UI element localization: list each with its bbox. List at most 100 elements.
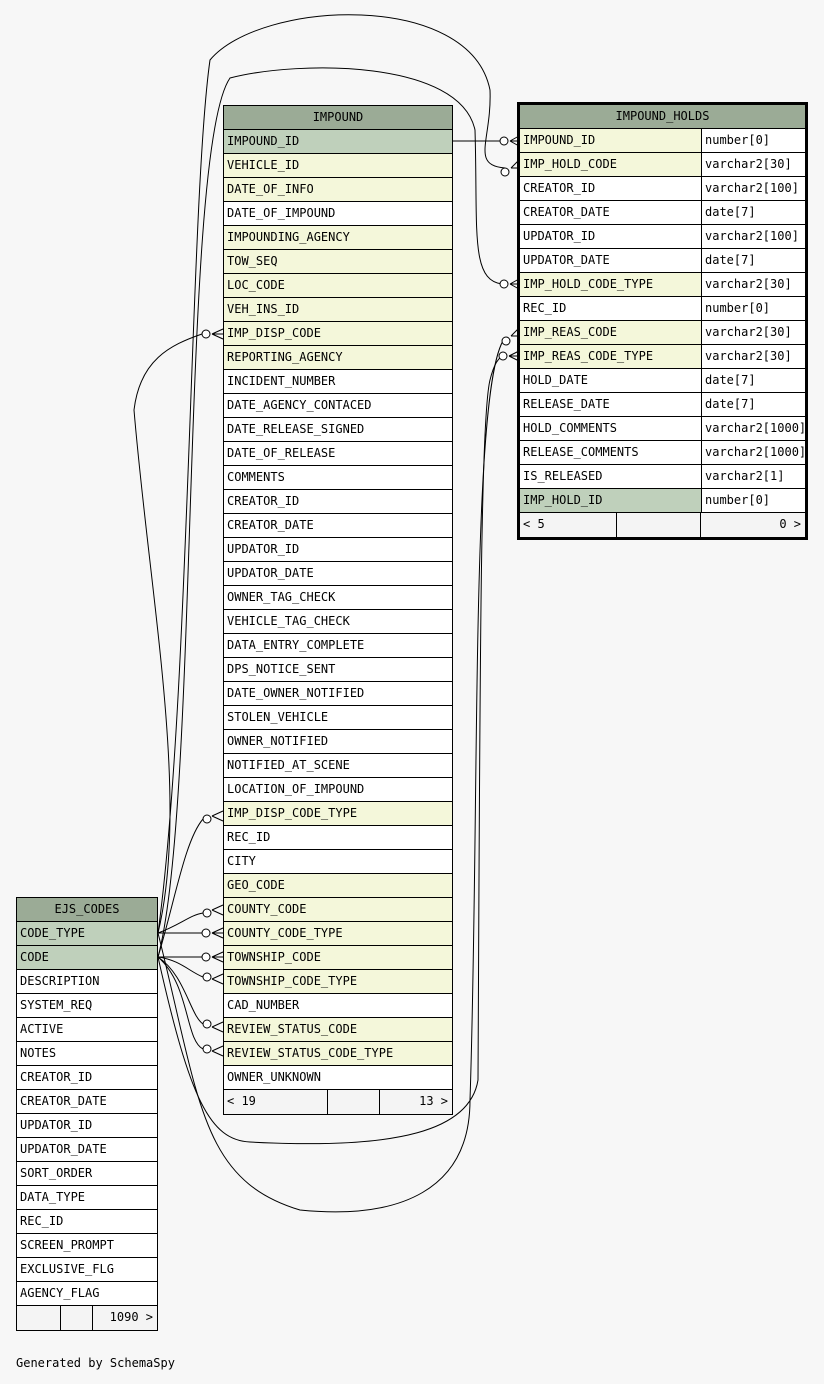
edge-imp-reas-code-type [157, 355, 503, 1145]
column-row[interactable]: IMP_DISP_CODE_TYPE [224, 802, 452, 826]
column-row[interactable]: UPDATOR_ID [17, 1114, 157, 1138]
column-row[interactable]: CODE [17, 946, 157, 970]
column-name: UPDATOR_DATE [17, 1138, 157, 1161]
column-name: DATE_OWNER_NOTIFIED [224, 682, 452, 705]
column-name: DATE_RELEASE_SIGNED [224, 418, 452, 441]
table-header[interactable]: IMPOUND [224, 106, 452, 130]
column-row[interactable]: GEO_CODE [224, 874, 452, 898]
column-row[interactable]: EXCLUSIVE_FLG [17, 1258, 157, 1282]
column-row[interactable]: LOC_CODE [224, 274, 452, 298]
column-row[interactable]: UPDATOR_DATE [17, 1138, 157, 1162]
column-row[interactable]: SCREEN_PROMPT [17, 1234, 157, 1258]
column-row[interactable]: DATA_ENTRY_COMPLETE [224, 634, 452, 658]
edge-township-code-type [157, 956, 204, 978]
column-row[interactable]: COUNTY_CODE_TYPE [224, 922, 452, 946]
column-row[interactable]: CITY [224, 850, 452, 874]
column-row[interactable]: OWNER_UNKNOWN [224, 1066, 452, 1090]
column-row[interactable]: REPORTING_AGENCY [224, 346, 452, 370]
column-row[interactable]: STOLEN_VEHICLE [224, 706, 452, 730]
column-row[interactable]: VEHICLE_TAG_CHECK [224, 610, 452, 634]
column-row[interactable]: COUNTY_CODE [224, 898, 452, 922]
column-row[interactable]: REVIEW_STATUS_CODE_TYPE [224, 1042, 452, 1066]
column-row[interactable]: IMP_DISP_CODE [224, 322, 452, 346]
edge-imp-disp-code-type [157, 818, 204, 958]
column-row[interactable]: SORT_ORDER [17, 1162, 157, 1186]
column-row[interactable]: SYSTEM_REQ [17, 994, 157, 1018]
column-row[interactable]: DATE_OF_IMPOUND [224, 202, 452, 226]
column-row[interactable]: AGENCY_FLAG [17, 1282, 157, 1306]
column-row[interactable]: DATE_OF_RELEASE [224, 442, 452, 466]
column-row[interactable]: REC_ID [224, 826, 452, 850]
column-row[interactable]: CODE_TYPE [17, 922, 157, 946]
column-row[interactable]: DATE_OF_INFO [224, 178, 452, 202]
column-row[interactable]: TOW_SEQ [224, 250, 452, 274]
column-row[interactable]: UPDATOR_ID [224, 538, 452, 562]
column-row[interactable]: UPDATOR_DATE [224, 562, 452, 586]
column-row[interactable]: NOTIFIED_AT_SCENE [224, 754, 452, 778]
column-name: DATE_AGENCY_CONTACED [224, 394, 452, 417]
column-row[interactable]: OWNER_NOTIFIED [224, 730, 452, 754]
column-name: IMPOUNDING_AGENCY [224, 226, 452, 249]
column-row[interactable]: IMPOUNDING_AGENCY [224, 226, 452, 250]
column-name: VEH_INS_ID [224, 298, 452, 321]
column-row[interactable]: INCIDENT_NUMBER [224, 370, 452, 394]
column-name: NOTES [17, 1042, 157, 1065]
parent-count[interactable]: < 19 [224, 1090, 328, 1114]
column-row[interactable]: REVIEW_STATUS_CODE [224, 1018, 452, 1042]
column-row[interactable]: DATE_AGENCY_CONTACED [224, 394, 452, 418]
column-row[interactable]: CREATOR_ID [17, 1066, 157, 1090]
column-name: REPORTING_AGENCY [224, 346, 452, 369]
column-row[interactable]: NOTES [17, 1042, 157, 1066]
column-row[interactable]: VEHICLE_ID [224, 154, 452, 178]
column-row[interactable]: TOWNSHIP_CODE_TYPE [224, 970, 452, 994]
table-header[interactable]: EJS_CODES [17, 898, 157, 922]
column-row[interactable]: OWNER_TAG_CHECK [224, 586, 452, 610]
column-row[interactable]: DATE_RELEASE_SIGNED [224, 418, 452, 442]
column-row[interactable]: LOCATION_OF_IMPOUND [224, 778, 452, 802]
table-footer: < 19 13 > [224, 1090, 452, 1114]
column-row[interactable]: DATA_TYPE [17, 1186, 157, 1210]
column-row[interactable]: DATE_OWNER_NOTIFIED [224, 682, 452, 706]
child-count[interactable]: 0 > [779, 517, 801, 531]
column-row[interactable]: CREATOR_DATE [17, 1090, 157, 1114]
column-name: IMP_DISP_CODE_TYPE [224, 802, 452, 825]
column-row[interactable]: COMMENTS [224, 466, 452, 490]
column-name: UPDATOR_ID [224, 538, 452, 561]
column-row[interactable]: DESCRIPTION [17, 970, 157, 994]
column-row[interactable]: REC_ID [17, 1210, 157, 1234]
column-row[interactable]: ACTIVE [17, 1018, 157, 1042]
column-row[interactable]: DPS_NOTICE_SENT [224, 658, 452, 682]
column-row[interactable]: VEH_INS_ID [224, 298, 452, 322]
parent-count[interactable]: < 5 [520, 513, 617, 537]
edge-end-marker [201, 928, 211, 938]
column-row[interactable]: CREATOR_ID [224, 490, 452, 514]
column-row[interactable]: CREATOR_DATE [224, 514, 452, 538]
column-type: date[7] [701, 201, 805, 224]
table-header[interactable]: IMPOUND_HOLDS [520, 105, 805, 129]
column-row[interactable]: TOWNSHIP_CODE [224, 946, 452, 970]
column-row[interactable]: CAD_NUMBER [224, 994, 452, 1018]
child-count[interactable]: 1090 > [109, 1310, 153, 1324]
column-row[interactable]: IMPOUND_ID [224, 130, 452, 154]
edge-imp-disp-code [133, 333, 203, 934]
child-count[interactable]: 13 > [419, 1094, 448, 1108]
